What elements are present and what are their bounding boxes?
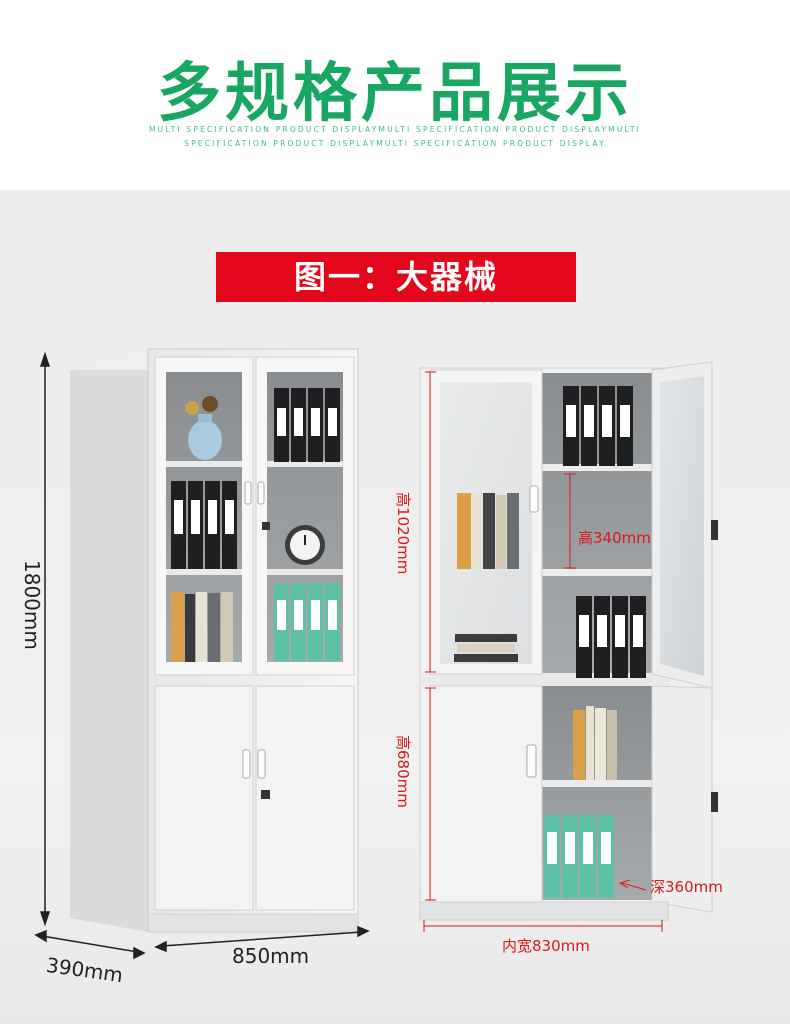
page-header: 多规格产品展示 MULTI SPECIFICATION PRODUCT DISP… — [0, 0, 790, 190]
page-subtitle-line2: SPECIFICATION PRODUCT DISPLAYMULTI SPECI… — [184, 139, 606, 148]
label-upper-height-wrap: 高1020mm — [394, 492, 416, 612]
label-inner-width: 内宽830mm — [502, 937, 590, 955]
label-width: 850mm — [232, 944, 310, 968]
open-cabinet — [419, 361, 718, 921]
page-title: 多规格产品展示 — [157, 57, 633, 131]
label-upper-height: 高1020mm — [394, 492, 412, 575]
dimension-lines-right — [423, 371, 663, 932]
dimension-arrows-left — [34, 351, 370, 960]
section-banner: 图一：大器械 — [216, 252, 576, 302]
label-lower-height: 高680mm — [394, 735, 412, 808]
closed-cabinet — [70, 348, 359, 933]
page-subtitle-line1: MULTI SPECIFICATION PRODUCT DISPLAYMULTI… — [148, 125, 642, 134]
label-shelf-height: 高340mm — [578, 529, 651, 547]
label-total-height-wrap: 1800mm — [10, 560, 50, 720]
label-lower-height-wrap: 高680mm — [394, 735, 416, 835]
label-inner-depth: 深360mm — [650, 878, 723, 896]
label-total-height: 1800mm — [20, 560, 44, 650]
